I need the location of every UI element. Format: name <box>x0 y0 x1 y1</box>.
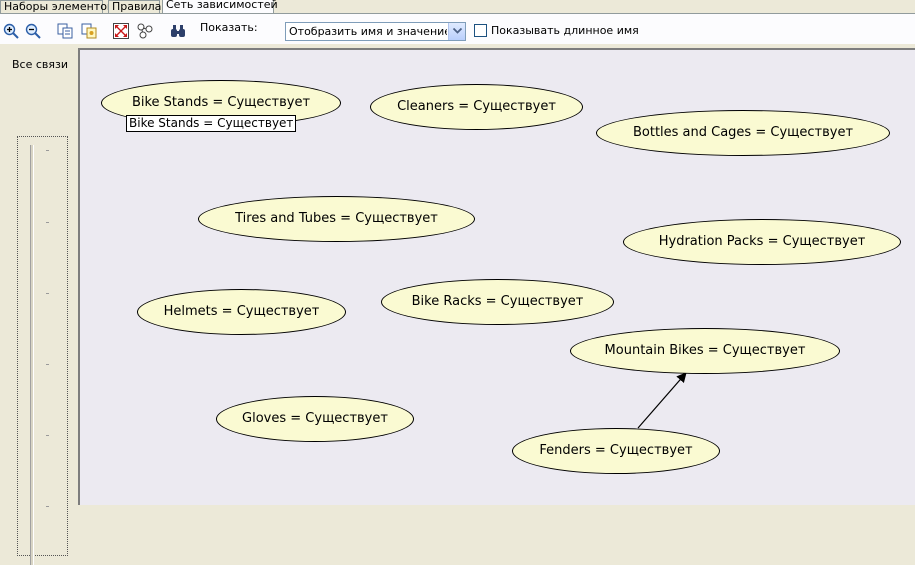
node-hydration-packs[interactable]: Hydration Packs = Существует <box>623 219 901 265</box>
show-label: Показать: <box>200 21 258 34</box>
tab-itemsets[interactable]: Наборы элементов <box>0 0 113 13</box>
zoom-out-icon <box>25 23 41 39</box>
find-node-button[interactable] <box>167 20 188 40</box>
all-links-label: Все связи <box>12 58 69 71</box>
node-label: Bottles and Cages = Существует <box>632 125 854 140</box>
tab-dependency-network[interactable]: Сеть зависимостей <box>162 0 278 14</box>
node-label: Tires and Tubes = Существует <box>235 211 438 226</box>
node-tires-and-tubes[interactable]: Tires and Tubes = Существует <box>198 196 475 242</box>
long-name-label: Показывать длинное имя <box>491 24 639 37</box>
tab-bar: Наборы элементов Правила Сеть зависимост… <box>0 0 915 14</box>
edge-fenders-to-mountain-bikes[interactable] <box>637 372 687 429</box>
layout-button[interactable] <box>134 20 155 40</box>
node-label: Hydration Packs = Существует <box>658 234 866 249</box>
tabs-divider <box>0 13 915 14</box>
node-helmets[interactable]: Helmets = Существует <box>137 289 346 335</box>
zoom-in-icon <box>3 23 19 39</box>
dependency-network-canvas[interactable]: Bike Stands = Существует Cleaners = Суще… <box>78 48 915 505</box>
slider-tick <box>46 293 49 294</box>
node-label: Mountain Bikes = Существует <box>604 343 806 358</box>
layout-icon <box>137 23 153 39</box>
node-label: Bike Stands = Существует <box>131 95 311 110</box>
node-bike-racks[interactable]: Bike Racks = Существует <box>381 279 614 325</box>
copy-graph-icon <box>81 23 97 39</box>
toolbar: Показать: Отобразить имя и значение атри… <box>0 14 915 44</box>
tab-label: Сеть зависимостей <box>166 0 278 11</box>
node-label: Helmets = Существует <box>163 304 320 319</box>
copy-graph-button[interactable] <box>78 20 99 40</box>
zoom-out-button[interactable] <box>22 20 43 40</box>
long-name-checkbox[interactable] <box>474 24 487 37</box>
show-mode-value: Отобразить имя и значение атрибута <box>289 25 447 38</box>
left-panel: Все связи <box>0 48 80 565</box>
fit-to-window-icon <box>113 23 129 39</box>
link-strength-slider[interactable] <box>17 136 68 565</box>
node-label: Cleaners = Существует <box>397 99 556 114</box>
show-mode-dropdown-button[interactable] <box>448 23 465 40</box>
zoom-in-button[interactable] <box>0 20 21 40</box>
node-fenders[interactable]: Fenders = Существует <box>512 428 720 474</box>
slider-tick <box>46 150 49 151</box>
chevron-down-icon <box>453 28 462 34</box>
slider-track[interactable] <box>30 145 34 565</box>
node-bottles-and-cages[interactable]: Bottles and Cages = Существует <box>596 110 890 156</box>
slider-tick <box>46 506 49 507</box>
node-mountain-bikes[interactable]: Mountain Bikes = Существует <box>570 328 840 374</box>
binoculars-icon <box>171 25 185 37</box>
slider-tick <box>46 435 49 436</box>
slider-tick <box>46 222 49 223</box>
node-tooltip: Bike Stands = Существует <box>126 115 297 132</box>
copy-icon <box>57 23 73 39</box>
tab-label: Наборы элементов <box>4 0 114 13</box>
tab-rules[interactable]: Правила <box>108 0 162 13</box>
node-label: Fenders = Существует <box>539 443 693 458</box>
node-gloves[interactable]: Gloves = Существует <box>216 396 414 442</box>
node-cleaners[interactable]: Cleaners = Существует <box>370 84 583 130</box>
copy-button[interactable] <box>54 20 75 40</box>
slider-tick <box>46 364 49 365</box>
node-label: Bike Racks = Существует <box>411 294 584 309</box>
fit-to-window-button[interactable] <box>110 20 131 40</box>
show-mode-select[interactable]: Отобразить имя и значение атрибута <box>285 22 466 41</box>
node-label: Gloves = Существует <box>242 411 388 426</box>
tab-label: Правила <box>112 0 162 13</box>
